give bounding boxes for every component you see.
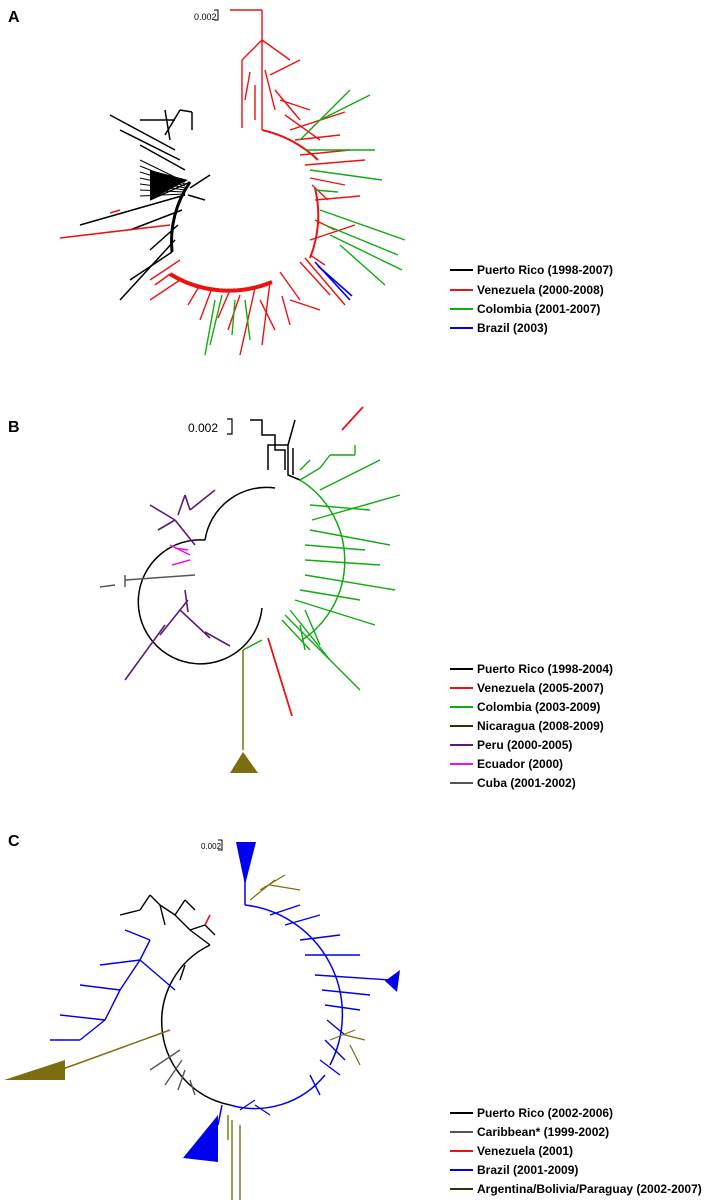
panel-a: A 0.002 bbox=[8, 9, 613, 356]
panel-b-letter: B bbox=[8, 419, 20, 436]
panel-b-legend-item: Puerto Rico (1998-2004) bbox=[450, 662, 613, 676]
panel-c-legend-item: Caribbean* (1999-2002) bbox=[450, 1125, 609, 1139]
panel-b-scale-bar: 0.002 bbox=[188, 418, 233, 435]
panel-c-legend-item: Brazil (2001-2009) bbox=[450, 1163, 578, 1177]
svg-text:Nicaragua (2008-2009): Nicaragua (2008-2009) bbox=[477, 719, 604, 733]
panel-a-scale-label: 0.002 bbox=[194, 12, 217, 22]
svg-text:Caribbean* (1999-2002): Caribbean* (1999-2002) bbox=[477, 1125, 609, 1139]
panel-a-tree bbox=[59, 9, 406, 356]
panel-a-legend-item: Colombia (2001-2007) bbox=[450, 302, 600, 316]
panel-a-letter: A bbox=[8, 9, 20, 26]
svg-text:Venezuela (2001): Venezuela (2001) bbox=[477, 1144, 573, 1158]
svg-text:Venezuela (2005-2007): Venezuela (2005-2007) bbox=[477, 681, 604, 695]
svg-text:Puerto Rico (1998-2007): Puerto Rico (1998-2007) bbox=[477, 263, 613, 277]
svg-text:Puerto Rico (1998-2004): Puerto Rico (1998-2004) bbox=[477, 662, 613, 676]
svg-text:Cuba (2001-2002): Cuba (2001-2002) bbox=[477, 776, 576, 790]
panel-b-legend: Puerto Rico (1998-2004) Venezuela (2005-… bbox=[450, 662, 613, 790]
panel-b: B 0.002 bbox=[8, 406, 613, 790]
panel-b-legend-item: Ecuador (2000) bbox=[450, 757, 563, 771]
svg-text:Brazil (2001-2009): Brazil (2001-2009) bbox=[477, 1163, 578, 1177]
panel-c-letter: C bbox=[8, 833, 20, 850]
svg-text:Colombia (2001-2007): Colombia (2001-2007) bbox=[477, 302, 600, 316]
panel-c-scale-bar: 0.002 bbox=[201, 839, 223, 851]
svg-text:Ecuador (2000): Ecuador (2000) bbox=[477, 757, 563, 771]
svg-text:Argentina/Bolivia/Paraguay (20: Argentina/Bolivia/Paraguay (2002-2007) bbox=[477, 1182, 702, 1196]
panel-b-scale-label: 0.002 bbox=[188, 421, 218, 435]
panel-b-tree bbox=[99, 406, 401, 773]
panel-a-scale-bar: 0.002 bbox=[194, 9, 219, 22]
panel-a-legend-item: Puerto Rico (1998-2007) bbox=[450, 263, 613, 277]
svg-text:Peru (2000-2005): Peru (2000-2005) bbox=[477, 738, 572, 752]
panel-c: C 0.002 bbox=[4, 833, 702, 1200]
panel-b-legend-item: Peru (2000-2005) bbox=[450, 738, 572, 752]
svg-text:Venezuela (2000-2008): Venezuela (2000-2008) bbox=[477, 283, 604, 297]
panel-b-legend-item: Colombia (2003-2009) bbox=[450, 700, 600, 714]
panel-b-legend-item: Cuba (2001-2002) bbox=[450, 776, 576, 790]
panel-b-legend-item: Nicaragua (2008-2009) bbox=[450, 719, 604, 733]
panel-c-tree bbox=[4, 842, 400, 1200]
panel-c-legend-item: Venezuela (2001) bbox=[450, 1144, 573, 1158]
panel-c-scale-label: 0.002 bbox=[201, 842, 222, 851]
panel-b-legend-item: Venezuela (2005-2007) bbox=[450, 681, 604, 695]
panel-c-legend-item: Argentina/Bolivia/Paraguay (2002-2007) bbox=[450, 1182, 702, 1196]
panel-c-legend: Puerto Rico (2002-2006) Caribbean* (1999… bbox=[450, 1106, 702, 1196]
panel-c-legend-item: Puerto Rico (2002-2006) bbox=[450, 1106, 613, 1120]
svg-text:Colombia (2003-2009): Colombia (2003-2009) bbox=[477, 700, 600, 714]
panel-a-legend-item: Brazil (2003) bbox=[450, 321, 548, 335]
panel-a-legend: Puerto Rico (1998-2007) Venezuela (2000-… bbox=[450, 263, 613, 335]
svg-text:Brazil (2003): Brazil (2003) bbox=[477, 321, 548, 335]
panel-a-legend-item: Venezuela (2000-2008) bbox=[450, 283, 604, 297]
svg-text:Puerto Rico (2002-2006): Puerto Rico (2002-2006) bbox=[477, 1106, 613, 1120]
